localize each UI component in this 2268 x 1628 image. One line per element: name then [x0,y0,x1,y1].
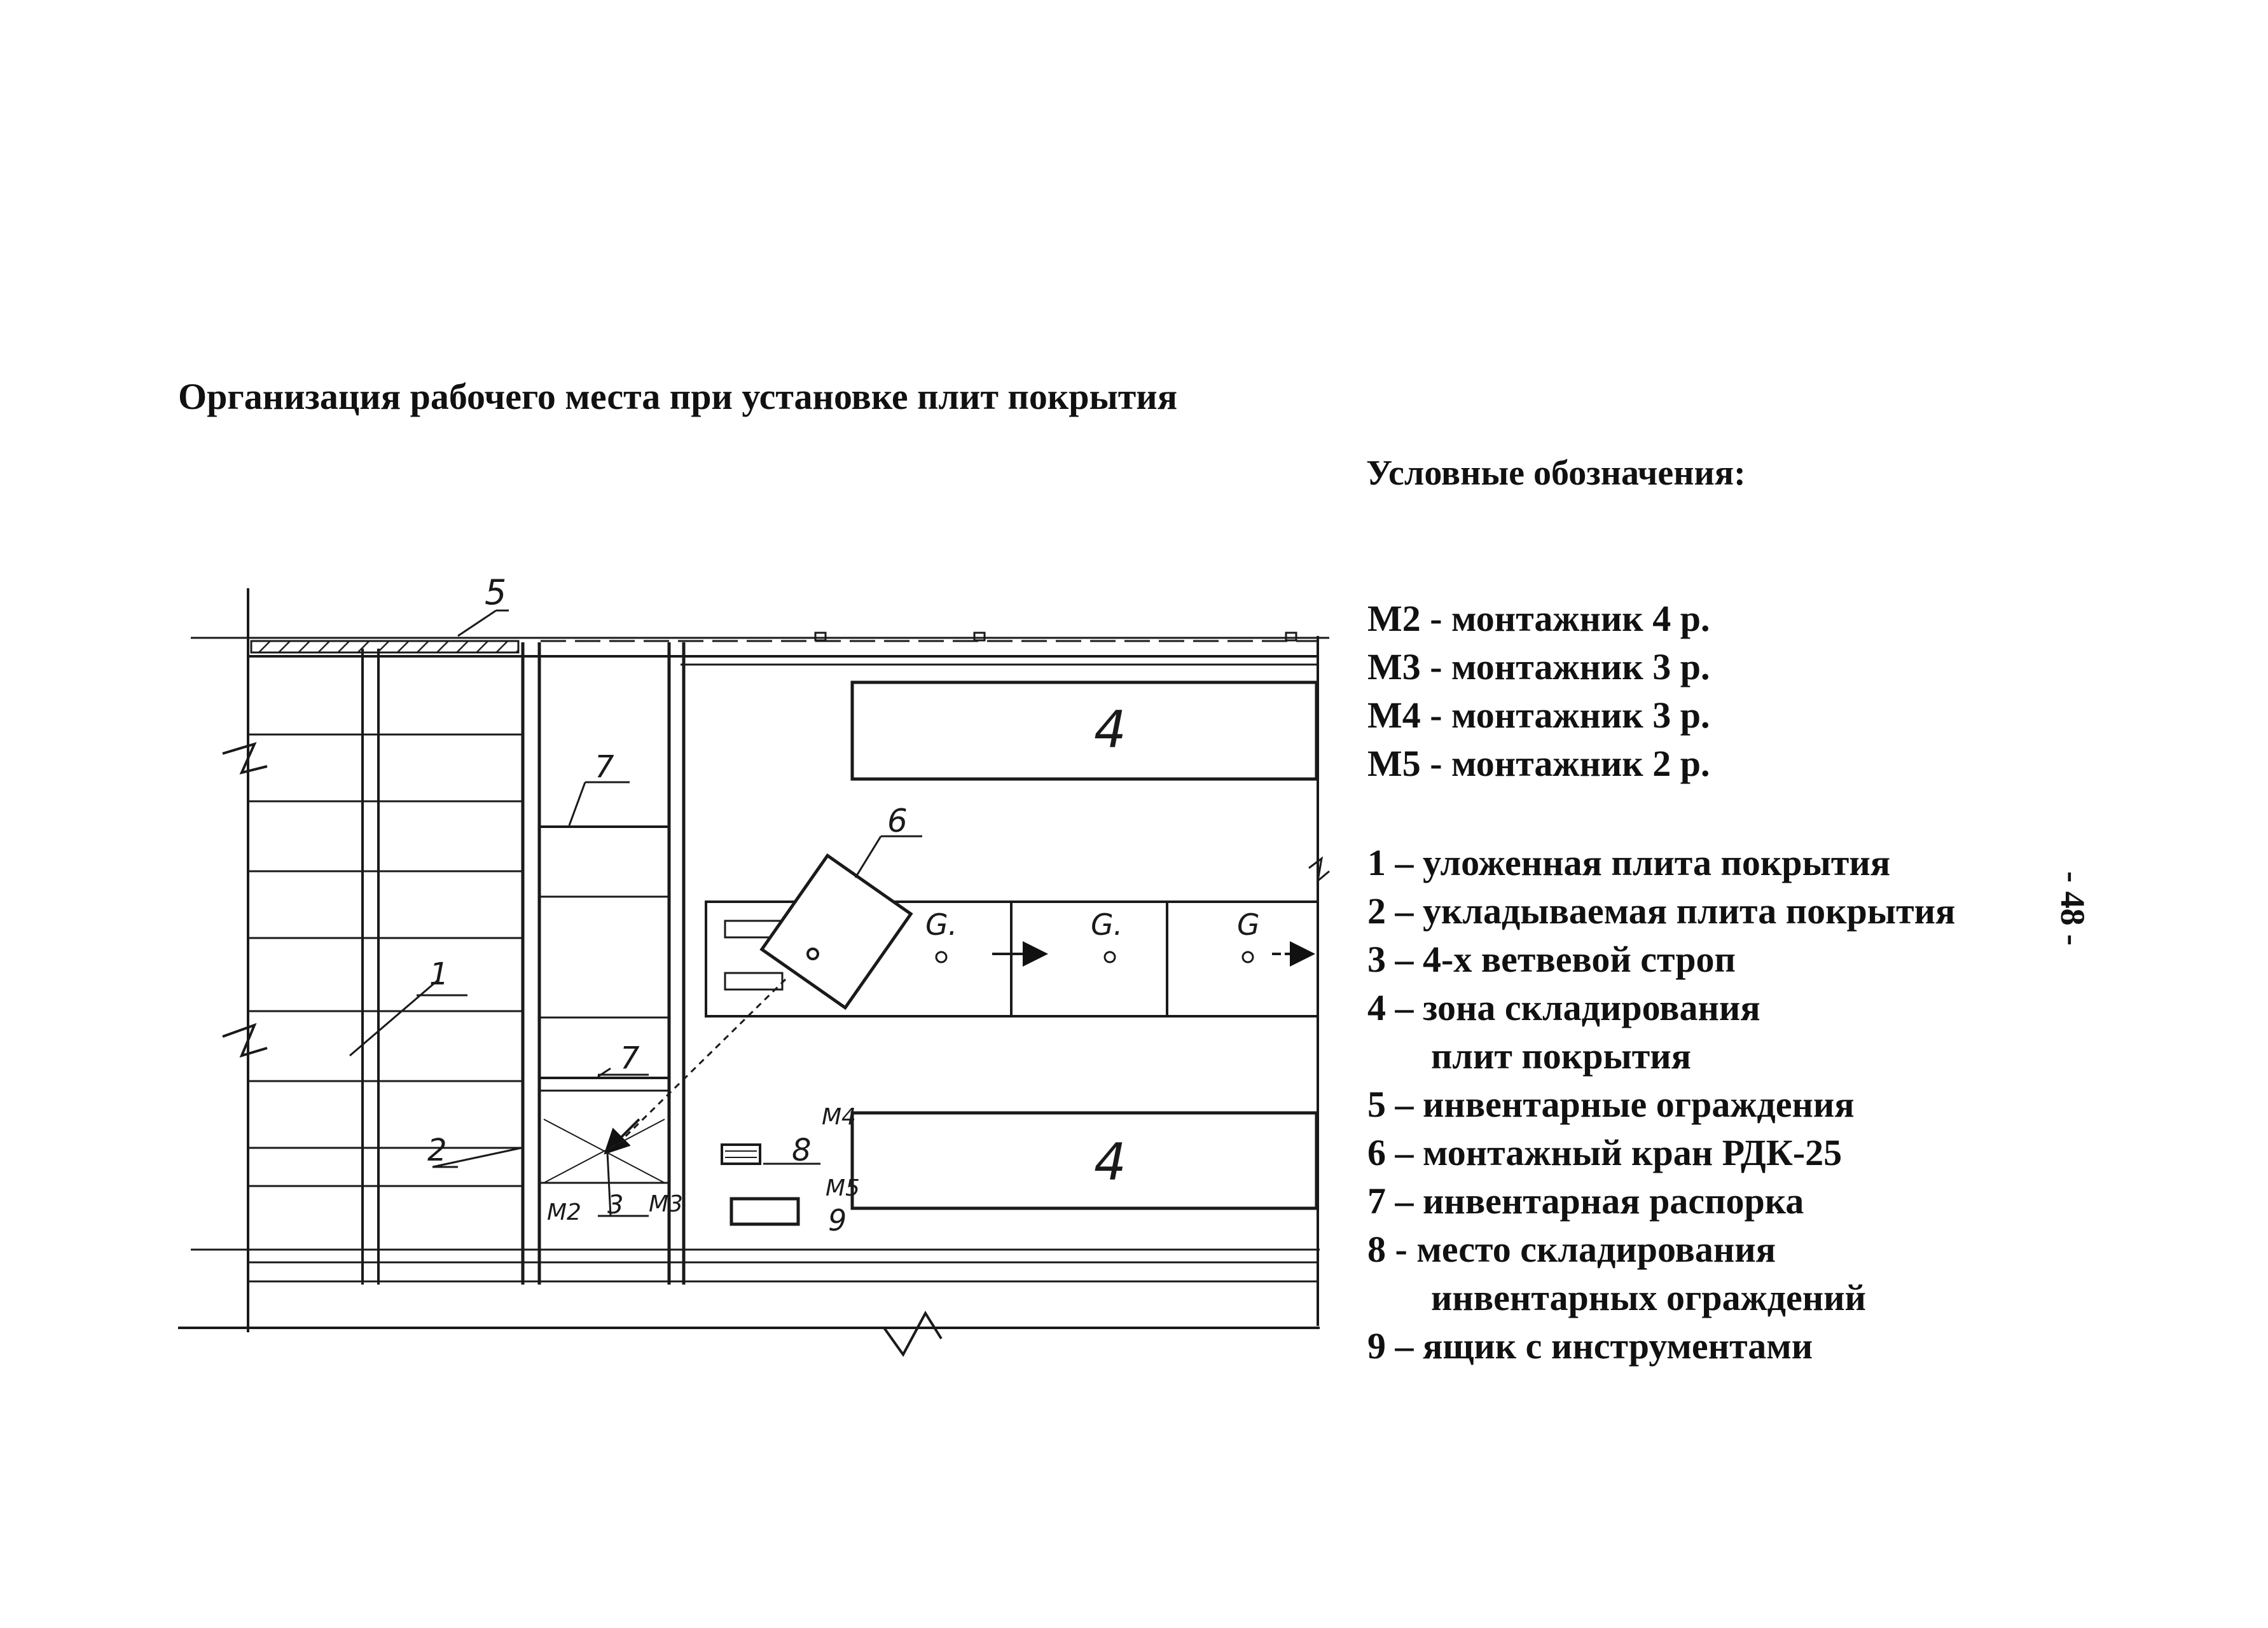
slab-2-leader-line [432,1147,522,1168]
sling-leader-line [606,1152,612,1217]
legend-item-8: 8 - место складирования [1367,1229,1776,1270]
fence-storage-place [721,1143,761,1165]
top-marker-2 [973,631,986,642]
legend: М2 - монтажник 4 р. М3 - монтажник 3 р. … [1367,595,1955,1370]
label-sling: 3 [607,1190,623,1220]
label-worker-m3: М3 [649,1191,683,1217]
inventory-fence-hatch [250,640,520,654]
legend-item-4: 4 – зона складирования [1367,987,1760,1028]
fence-leader-line [457,609,497,637]
label-fence-storage: 8 [792,1133,812,1168]
cargo-point-2 [1103,951,1116,963]
cargo-point-3 [1241,951,1254,963]
crane-body [759,853,913,1011]
label-cargo-1: G. [925,907,957,942]
legend-item-9: 9 – ящик с инструментами [1367,1325,1813,1367]
label-laid-slab: 1 [429,956,449,992]
legend-worker-m4: М4 - монтажник 3 р. [1367,694,1710,736]
label-spacer-bottom: 7 [620,1040,640,1076]
legend-item-6: 6 – монтажный кран РДК-25 [1367,1132,1843,1173]
legend-worker-m5: М5 - монтажник 2 р. [1367,743,1710,784]
label-slab-being-laid: 2 [427,1133,447,1168]
slab-row-segment-2 [1010,900,1168,1018]
label-worker-m5: М5 [826,1175,860,1201]
crane-hook-point [806,948,819,960]
storage-zone-top [850,680,1318,781]
slab-1-leader-line [349,978,439,1057]
label-cargo-3: G [1237,907,1260,942]
label-cargo-2: G. [1091,907,1123,942]
legend-item-7: 7 – инвентарная распорка [1367,1180,1804,1222]
label-fence: 5 [485,572,506,612]
label-worker-m2: М2 [547,1199,581,1225]
slab-row-segment-3 [1166,900,1319,1018]
legend-item-2: 2 – укладываемая плита покрытия [1367,890,1956,932]
slab-stack-2 [724,972,784,991]
label-worker-m4: М4 [822,1104,856,1130]
sling-branch-2 [543,1119,665,1183]
legend-item-4-continued: плит покрытия [1431,1035,1692,1077]
legend-item-1: 1 – уложенная плита покрытия [1367,842,1891,883]
top-marker-1 [814,631,827,642]
legend-item-5: 5 – инвентарные ограждения [1367,1084,1855,1125]
left-break-mark-top [222,742,268,775]
label-spacer-top: 7 [595,749,614,785]
legend-item-8-continued: инвентарных ограждений [1431,1277,1866,1318]
bottom-break-mark [883,1311,943,1357]
label-crane: 6 [887,803,908,839]
left-break-mark-bottom [222,1023,268,1058]
label-storage-zone-top: 4 [1094,700,1126,759]
label-tool-box: 9 [828,1203,847,1238]
boom-arrow [604,1118,640,1155]
legend-heading: Условные обозначения: [1366,453,1746,493]
cargo-point-1 [935,951,948,963]
right-break-mark [1308,856,1330,883]
label-storage-zone-bottom: 4 [1094,1133,1126,1192]
legend-worker-m3: М3 - монтажник 3 р. [1367,646,1710,687]
legend-item-3: 3 – 4-х ветвевой строп [1367,939,1736,980]
page-title: Организация рабочего места при установке… [178,376,1178,417]
tool-box [729,1197,800,1226]
storage-zone-bottom [850,1111,1318,1210]
spacer-top-leader [568,782,586,826]
legend-worker-m2: М2 - монтажник 4 р. [1367,598,1710,639]
top-marker-3 [1285,631,1297,642]
crane-leader-line [854,836,882,878]
